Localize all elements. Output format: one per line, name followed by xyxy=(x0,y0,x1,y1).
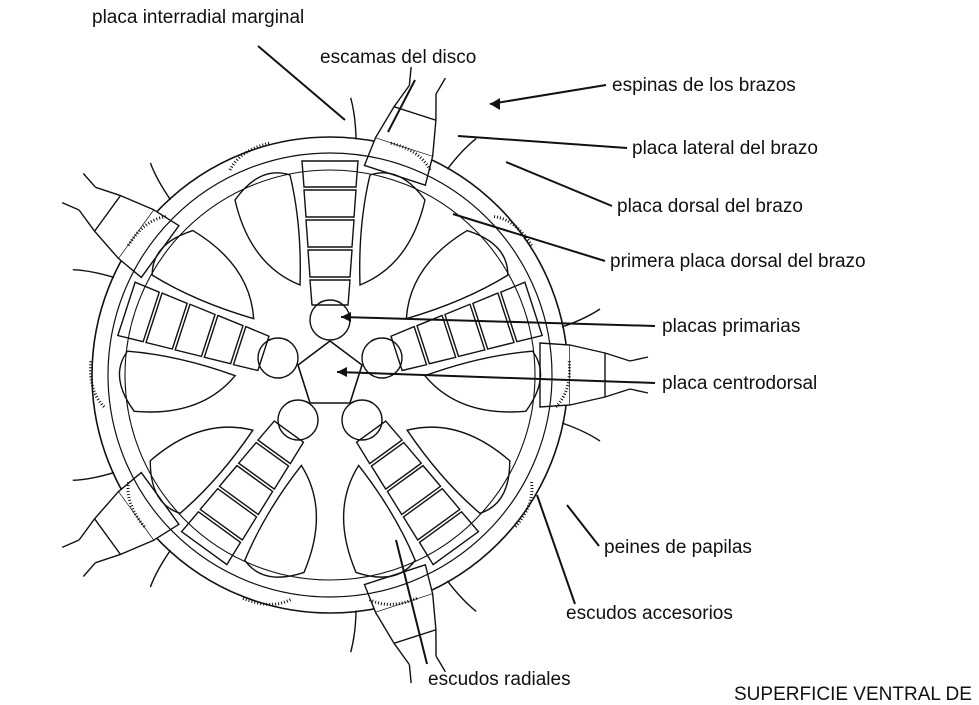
label-escudos-accesorios: escudos accesorios xyxy=(566,604,733,623)
label-escudos-radiales: escudos radiales xyxy=(428,670,571,689)
caption-superficie-ventral: SUPERFICIE VENTRAL DE xyxy=(734,685,972,704)
label-placa-dorsal-del-brazo: placa dorsal del brazo xyxy=(617,197,803,216)
label-placa-interradial-marginal: placa interradial marginal xyxy=(92,8,304,27)
label-primera-placa-dorsal-del-brazo: primera placa dorsal del brazo xyxy=(610,252,866,271)
label-placa-centrodorsal: placa centrodorsal xyxy=(662,374,817,393)
label-placas-primarias: placas primarias xyxy=(662,317,800,336)
label-placa-lateral-del-brazo: placa lateral del brazo xyxy=(632,139,818,158)
label-peines-de-papilas: peines de papilas xyxy=(604,538,752,557)
label-escamas-del-disco: escamas del disco xyxy=(320,48,476,67)
label-espinas-de-los-brazos: espinas de los brazos xyxy=(612,76,796,95)
